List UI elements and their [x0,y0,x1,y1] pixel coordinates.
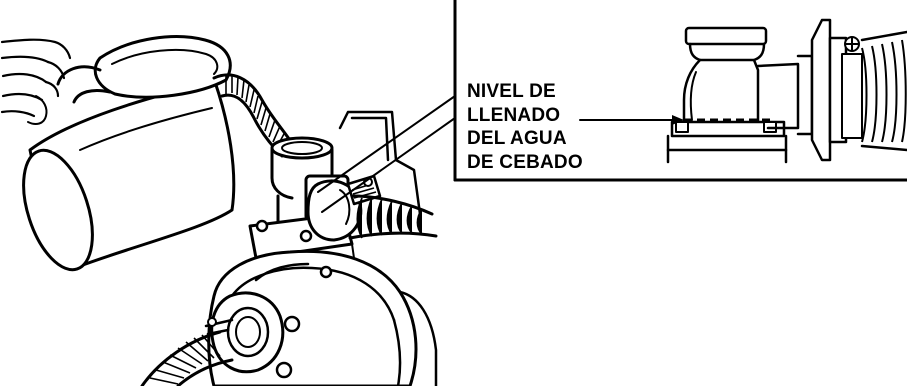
priming-water-level-label: NIVEL DE LLENADO DEL AGUA DE CEBADO [467,80,617,174]
inset-filler-neck [666,18,907,164]
callout-line-4: DE CEBADO [467,151,583,173]
callout-line-1: NIVEL DE [467,81,556,102]
callout-leader-arrow [579,115,684,125]
water-pitcher [22,35,236,272]
hand-illustration [0,38,72,125]
suction-hose-coupling [140,291,285,388]
callout-line-2: LLENADO [467,104,561,126]
callout-line-3: DEL AGUA [467,128,567,149]
callout-panel [317,0,907,213]
